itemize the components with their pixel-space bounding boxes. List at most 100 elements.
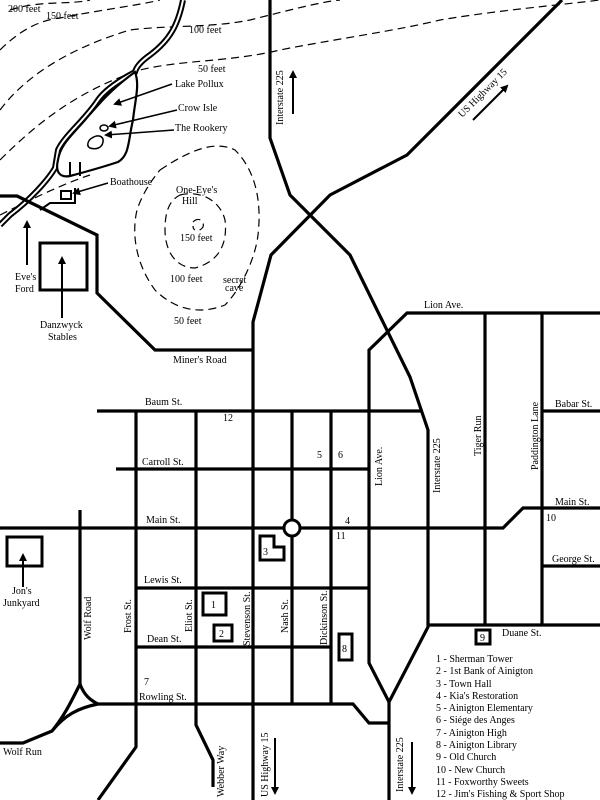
marker-12: 12 [223,413,233,424]
contour-label: 100 feet [170,274,203,285]
legend-item: 1 - Sherman Tower [436,654,513,665]
rookery-label: The Rookery [175,123,228,134]
building-1 [201,591,228,617]
roundabout [282,518,302,538]
contour-label: 150 feet [46,11,79,22]
street-label: Lewis St. [144,575,182,586]
highway-label: US Highway 15 [456,67,509,120]
building-2 [212,623,234,643]
eves-ford-label: Ford [15,284,34,295]
street-label: Main St. [146,515,180,526]
wolf-run [0,683,99,745]
contour-label: 50 feet [198,64,226,75]
map-legend: 1 - Sherman Tower 2 - 1st Bank of Ainigt… [436,654,565,800]
arrow-icon [113,83,173,106]
junkyard-label: Junkyard [3,598,40,609]
cave-label: secret [223,275,247,286]
legend-item: 12 - Jim's Fishing & Sport Shop [436,789,565,800]
junkyard-label: Jon's [12,586,32,597]
crow-isle-shape [99,124,109,132]
interstate-225 [268,0,430,800]
marker-6: 6 [338,450,343,461]
marker-5: 5 [317,450,322,461]
crow-isle-label: Crow Isle [178,103,218,114]
street-label: Miner's Road [173,355,227,366]
legend-item: 5 - Ainigton Elementary [436,703,533,715]
highway-label: Interstate 225 [275,70,286,125]
frost-st [96,411,138,800]
street-label: Lion Ave. [424,300,463,311]
legend-item: 6 - Siége des Anges [436,715,515,727]
street-label: Duane St. [502,628,541,639]
building-9 [474,628,492,646]
feature-labels: Lake Pollux Crow Isle The Rookery Boatho… [3,79,247,609]
stables-label: Stables [48,332,77,343]
street-label: Paddington Lane [530,401,541,470]
street-label: Stevenson St. [242,592,253,646]
marker-2: 2 [219,629,224,640]
street-label: Carroll St. [142,457,184,468]
street-label: Lion Ave. [374,447,385,486]
street-label: George St. [552,554,595,565]
street-label: Rowling St. [139,692,187,703]
contour-label: 200 feet [8,4,41,15]
hill-label: Hill [182,196,198,207]
eves-ford-label: Eve's [15,272,36,283]
arrow-icon [72,182,109,196]
marker-11: 11 [336,531,346,542]
jons-junkyard-box [5,535,44,568]
street-label: Nash St. [280,599,291,633]
street-label: Tiger Run [473,416,484,456]
legend-item: 8 - Ainigton Library [436,740,517,752]
street-label: Dean St. [147,634,181,645]
street-label: Webber Way [216,746,227,797]
street-label: Babar St. [555,399,592,410]
miners-road [0,194,253,352]
eliot-st [194,411,215,787]
arrow-icon [472,84,509,121]
contour-label: 150 feet [180,233,213,244]
street-label: Main St. [555,497,589,508]
marker-8: 8 [342,644,347,655]
street-label: Baum St. [145,397,182,408]
legend-item: 3 - Town Hall [436,678,492,690]
street-label: Eliot St. [184,599,195,632]
legend-item: 9 - Old Church [436,752,497,764]
street-labels: Miner's Road Baum St. Carroll St. Main S… [3,300,595,797]
lake-pollux-label: Lake Pollux [175,79,224,90]
street-label: Wolf Road [83,597,94,640]
main-st [0,506,600,530]
contour-label: 100 feet [189,25,222,36]
cave-label: cave [225,283,244,294]
marker-10: 10 [546,513,556,524]
marker-9: 9 [480,633,485,644]
lion-ave [367,311,600,703]
marker-3: 3 [263,547,268,558]
stables-label: Danzwyck [40,320,83,331]
legend-item: 11 - Foxworthy Sweets [436,776,529,788]
legend-item: 4 - Kia's Restoration [436,690,519,702]
marker-4: 4 [345,516,350,527]
street-label: Dickinson St. [319,591,330,645]
danzwyck-stables-box [38,241,89,292]
arrow-icon [104,129,175,139]
marker-7: 7 [144,677,149,688]
legend-item: 10 - New Church [436,764,506,776]
street-label: Frost St. [123,599,134,633]
us-highway-15 [251,0,564,800]
contour-label: 50 feet [174,316,202,327]
building-8 [337,632,354,662]
highway-label: Interstate 225 [395,737,406,792]
marker-1: 1 [211,600,216,611]
rookery-shape [87,135,104,150]
river-and-lake [0,0,186,228]
location-markers: 1 2 3 4 5 6 7 8 9 10 11 12 [144,413,556,688]
contour-labels: 200 feet 150 feet 100 feet 50 feet 150 f… [8,4,226,327]
rowling-st [98,702,389,725]
building-3 [258,534,286,562]
arrow-icon [108,109,178,129]
hill-label: One-Eye's [176,185,217,196]
